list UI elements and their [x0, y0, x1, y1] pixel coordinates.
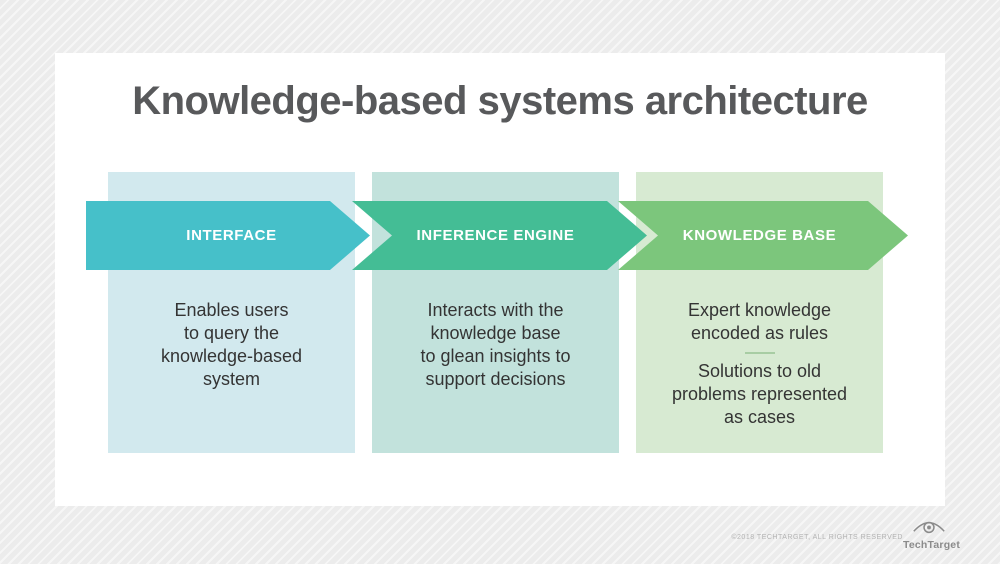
description-divider: [744, 352, 775, 354]
column-description-secondary: Solutions to old problems represented as…: [671, 361, 848, 427]
column-description: Expert knowledge encoded as rules: [687, 300, 832, 343]
knowledge-base-arrow-label: KNOWLEDGE BASE: [682, 227, 837, 244]
copyright-text: ©2018 TECHTARGET, ALL RIGHTS RESERVED: [731, 534, 903, 541]
column-description: Interacts with the knowledge base to gle…: [420, 300, 571, 389]
eye-icon: [913, 521, 945, 534]
interface-arrow-label: INTERFACE: [186, 227, 277, 244]
page-title: Knowledge-based systems architecture: [132, 79, 868, 123]
inference-engine-arrow-label: INFERENCE ENGINE: [416, 227, 575, 244]
infographic-card: Knowledge-based systems architecture Ena…: [55, 53, 945, 506]
techtarget-logo: TechTarget: [903, 517, 961, 551]
column-description: Enables users to query the knowledge-bas…: [160, 300, 303, 389]
brand-name: TechTarget: [903, 539, 961, 551]
